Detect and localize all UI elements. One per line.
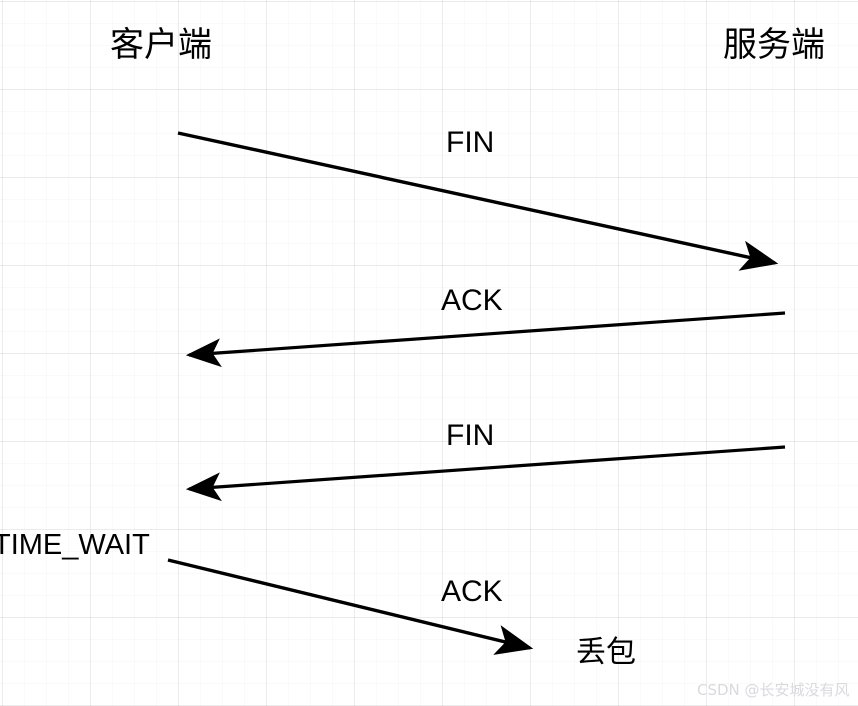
- arrow-fin-client-to-server: [177, 131, 779, 271]
- message-label-ack-2: ACK: [441, 575, 503, 608]
- arrow-ack-server-to-client: [185, 311, 786, 368]
- annotation-packet-lost: 丢包: [576, 635, 636, 670]
- arrow-ack-client-to-server-lost: [167, 558, 534, 655]
- watermark: CSDN @长安城没有风: [697, 681, 850, 699]
- arrow-fin-server-to-client: [185, 445, 786, 502]
- message-label-fin-2: FIN: [446, 419, 495, 452]
- message-label-fin-1: FIN: [446, 126, 495, 159]
- lifeline-label-client: 客户端: [110, 25, 212, 65]
- message-label-ack-1: ACK: [441, 284, 503, 317]
- lifeline-label-server: 服务端: [723, 25, 825, 65]
- state-label-time-wait: TIME_WAIT: [0, 529, 150, 561]
